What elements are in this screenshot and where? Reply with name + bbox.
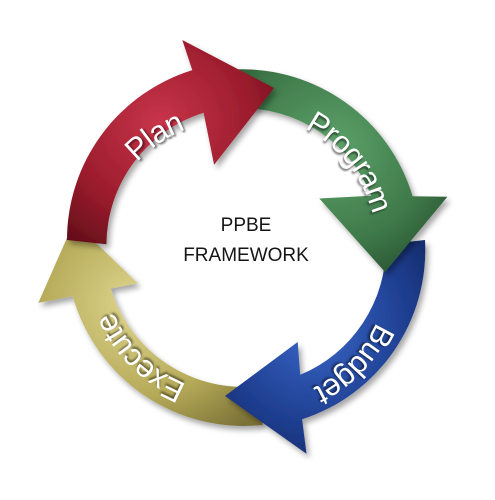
execute-label: Execute xyxy=(87,308,189,409)
program-arrow xyxy=(235,69,448,272)
center-title-line-2: FRAMEWORK xyxy=(183,245,309,266)
center-title-line-1: PPBE xyxy=(221,215,272,236)
execute-arrow xyxy=(38,222,263,426)
plan-arrow xyxy=(67,40,274,245)
budget-arrow xyxy=(225,240,426,454)
